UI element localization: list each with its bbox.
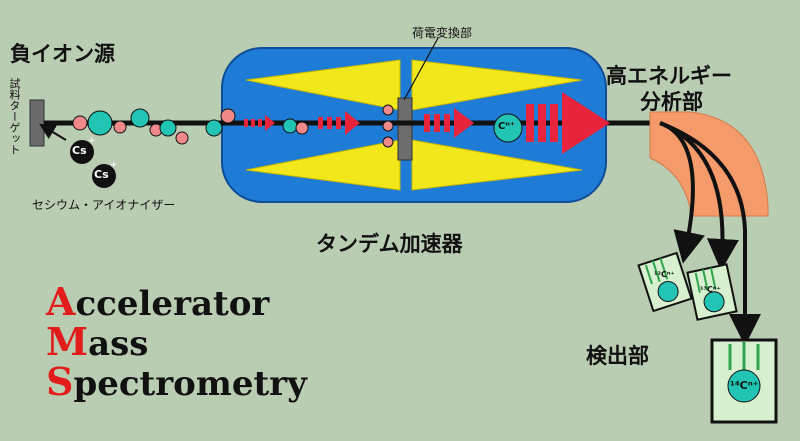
cs-ion-2 [92, 164, 116, 188]
neg-ion [382, 120, 394, 132]
neg-ion [295, 121, 309, 135]
arrow-pos-xlarge [526, 92, 610, 154]
sample-target [29, 99, 45, 147]
c14-label: ¹⁴Cⁿ⁺ [730, 379, 759, 392]
detector-cup-12c [637, 251, 693, 313]
neg-ion [175, 131, 189, 145]
ion [130, 108, 150, 128]
electrode-lower-right [411, 139, 583, 191]
neg-ion [382, 136, 394, 148]
electrode-upper-left [245, 59, 401, 111]
stripper-leader [403, 37, 439, 101]
arrow-neg-small [244, 115, 275, 131]
ion [282, 118, 298, 134]
detector-label: 検出部 [586, 344, 649, 368]
cs-charge-1: + [88, 136, 96, 146]
c13-label: ¹³Cⁿ⁺ [700, 285, 721, 294]
cs-arrow [39, 123, 67, 141]
electrode-lower-left [245, 139, 401, 191]
ion [159, 119, 177, 137]
ams-line-accelerator: Accelerator [46, 279, 270, 325]
neg-ion [220, 108, 236, 124]
magnet-label-1: 高エネルギー [606, 64, 732, 88]
c12-label: ¹²Cⁿ⁺ [654, 270, 675, 279]
arrow-pos-large [424, 108, 474, 138]
arrow-neg-medium [318, 111, 360, 135]
ion [205, 119, 223, 137]
neg-ion [382, 104, 394, 116]
cs-ion-1 [70, 140, 94, 164]
neg-ion [72, 115, 88, 131]
beam-path-14c [659, 121, 761, 346]
ion [87, 110, 113, 136]
neg-ion [113, 120, 127, 134]
detector-cup-14c [710, 338, 778, 424]
tandem-label: タンデム加速器 [316, 232, 463, 256]
ams-line-mass: Mass [46, 319, 149, 365]
detector-cup-13c [686, 263, 738, 321]
cn-plus-label: Cⁿ⁺ [498, 121, 516, 132]
cs-ionizer-label: セシウム・アイオナイザー [32, 198, 176, 212]
cs-charge-2: + [110, 160, 118, 170]
sample-target-label: 試料ターゲット [8, 78, 21, 155]
ams-line-spectrometry: Spectrometry [46, 359, 307, 405]
cn-plus-ion [493, 113, 523, 143]
cs-label-2: Cs [94, 168, 109, 181]
magnet-label-2: 分析部 [640, 90, 703, 114]
stripper [397, 97, 413, 161]
cs-label-1: Cs [72, 144, 87, 157]
stripper-label: 荷電変換部 [412, 26, 473, 40]
ion-source-label: 負イオン源 [10, 42, 115, 66]
